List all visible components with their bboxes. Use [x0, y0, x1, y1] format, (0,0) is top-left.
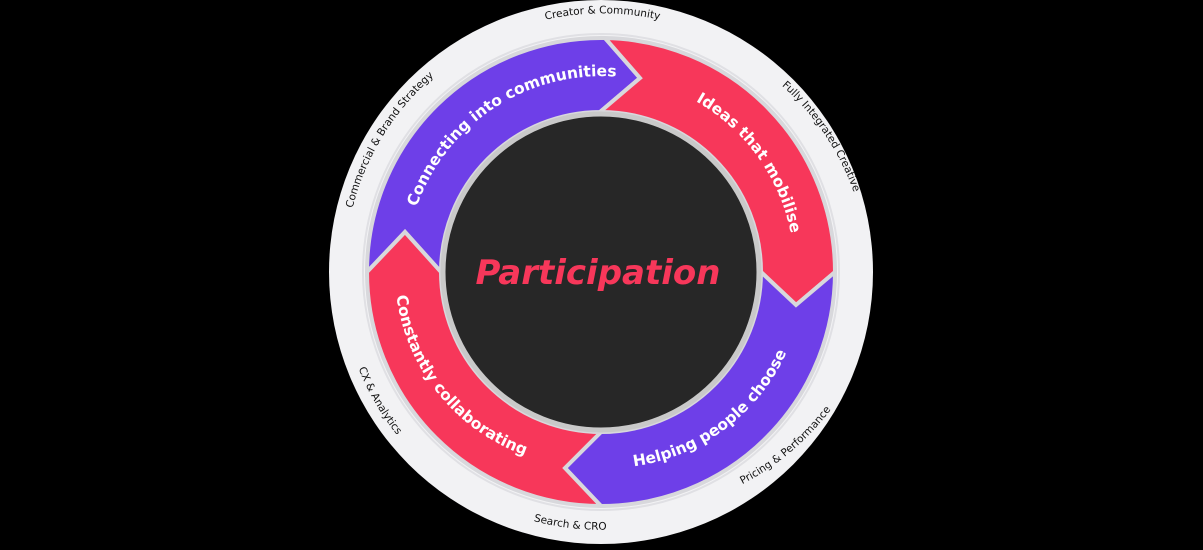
center-circle	[440, 111, 762, 433]
center-label: Participation	[476, 253, 721, 293]
